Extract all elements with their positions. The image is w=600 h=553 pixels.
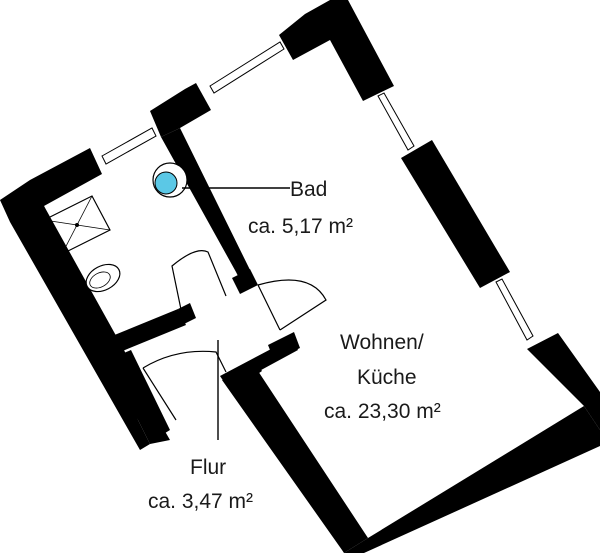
wall-wohnen-bottom xyxy=(344,406,600,553)
wall-right-lower xyxy=(527,333,600,430)
toilet-icon xyxy=(85,263,121,293)
window-top-left xyxy=(101,127,157,165)
wall-top-middle xyxy=(150,83,211,137)
wall-right-pier xyxy=(401,140,510,288)
room-name-bad: Bad xyxy=(290,178,327,201)
room-name-wohnen-line1: Wohnen/ xyxy=(340,331,424,354)
room-area-wohnen: ca. 23,30 m² xyxy=(324,400,441,423)
shower-tray xyxy=(43,195,111,255)
door-wohnen xyxy=(257,279,327,331)
room-labels: Bad ca. 5,17 m² Wohnen/ Küche ca. 23,30 … xyxy=(148,178,441,513)
wall-flur-stub xyxy=(268,332,300,360)
room-area-flur: ca. 3,47 m² xyxy=(148,490,253,513)
door-flur xyxy=(142,350,227,421)
window-right-upper xyxy=(377,92,415,151)
wall-partition-bad-wohnen xyxy=(161,128,253,282)
wall-partition-end xyxy=(232,269,258,294)
washbasin-icon xyxy=(152,162,188,198)
room-area-bad: ca. 5,17 m² xyxy=(248,215,353,238)
room-name-flur: Flur xyxy=(190,456,226,479)
windows xyxy=(101,41,534,341)
doors xyxy=(142,250,327,421)
door-bad xyxy=(171,250,227,325)
wall-flur-left xyxy=(117,350,170,438)
wall-bad-bottom xyxy=(112,309,186,352)
wall-top-right-corner xyxy=(279,0,394,101)
room-name-wohnen-line2: Küche xyxy=(357,366,417,389)
wall-wohnen-bottom-left xyxy=(222,371,368,553)
window-top xyxy=(209,41,285,94)
leader-lines xyxy=(182,187,290,440)
window-right-lower xyxy=(495,278,534,341)
fixtures xyxy=(43,162,188,293)
wall-bad-left-thick xyxy=(0,200,150,450)
